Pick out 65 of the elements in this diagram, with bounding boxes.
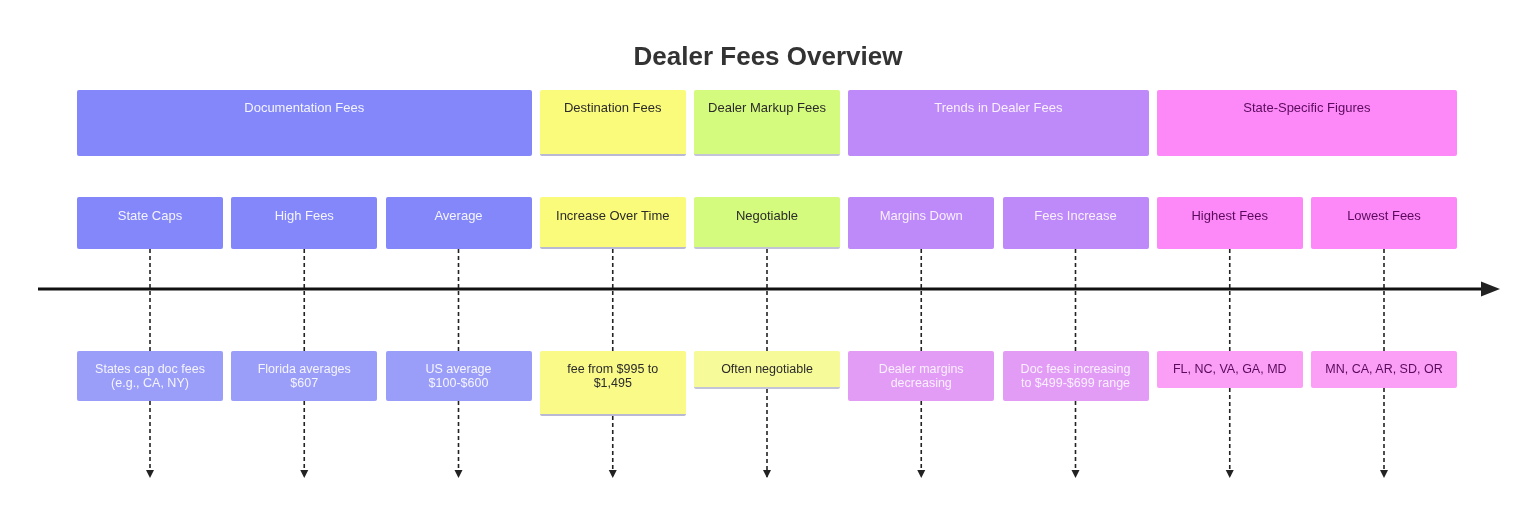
dashed-arrow: [1225, 387, 1234, 479]
detail-card: [539, 351, 686, 416]
dashed-connector: [1074, 248, 1077, 352]
topic-card: [848, 197, 995, 249]
dashed-arrow: [1071, 400, 1080, 479]
detail-text: States cap doc fees (e.g., CA, NY): [94, 362, 206, 390]
category-label: Dealer Markup Fees: [708, 100, 826, 116]
topic-card: [385, 197, 532, 249]
detail-text: Florida averages $607: [256, 362, 352, 390]
detail-card: [77, 351, 223, 401]
category-band: [539, 90, 686, 156]
detail-text: FL, NC, VA, GA, MD: [1172, 362, 1287, 376]
topic-label: High Fees: [274, 208, 334, 224]
dashed-connector: [149, 248, 151, 352]
dashed-arrow: [763, 388, 771, 479]
topic-label: State Caps: [117, 208, 183, 224]
topic-label: Highest Fees: [1191, 208, 1269, 224]
category-label: Documentation Fees: [244, 100, 365, 116]
detail-text: fee from $995 to $1,495: [566, 362, 660, 390]
category-band: [1156, 90, 1457, 156]
detail-text: Dealer margins decreasing: [877, 362, 965, 390]
detail-card: [1156, 351, 1303, 388]
detail-card: [694, 351, 840, 389]
dashed-arrow: [1380, 387, 1388, 479]
detail-card: [385, 351, 532, 401]
dashed-arrow: [608, 415, 617, 479]
topic-card: [539, 197, 686, 249]
detail-card: [1311, 351, 1457, 388]
category-label: State-Specific Figures: [1243, 100, 1371, 116]
topic-label: Negotiable: [735, 208, 799, 224]
dashed-arrow: [454, 400, 463, 479]
topic-label: Margins Down: [879, 208, 963, 224]
topic-card: [694, 197, 840, 249]
topic-card: [1311, 197, 1457, 249]
category-label: Trends in Dealer Fees: [934, 100, 1063, 116]
topic-label: Average: [434, 208, 483, 224]
topic-card: [1002, 197, 1149, 249]
dashed-connector: [766, 248, 768, 352]
detail-text: US average $100-$600: [424, 362, 493, 390]
detail-text: Often negotiable: [721, 362, 813, 376]
category-band: [848, 90, 1149, 156]
detail-text: MN, CA, AR, SD, OR: [1325, 362, 1443, 376]
topic-card: [231, 197, 378, 249]
category-band: [694, 90, 840, 156]
category-band: [77, 90, 532, 156]
topic-label: Lowest Fees: [1347, 208, 1421, 224]
dashed-arrow: [146, 400, 154, 479]
topic-card: [77, 197, 223, 249]
dashed-connector: [611, 248, 614, 352]
dashed-connector: [457, 248, 460, 352]
dashed-arrow: [917, 400, 926, 479]
category-label: Destination Fees: [563, 100, 662, 116]
dashed-connector: [920, 248, 923, 352]
topic-label: Increase Over Time: [556, 208, 670, 224]
dashed-arrow: [300, 400, 309, 479]
dashed-connector: [1228, 248, 1231, 352]
detail-text: Doc fees increasing to $499-$699 range: [1019, 362, 1132, 390]
dashed-connector: [1383, 248, 1385, 352]
dashed-connector: [303, 248, 306, 352]
diagram-title: Dealer Fees Overview: [633, 40, 903, 72]
detail-card: [231, 351, 378, 401]
detail-card: [848, 351, 995, 401]
detail-card: [1002, 351, 1149, 401]
topic-card: [1156, 197, 1303, 249]
topic-label: Fees Increase: [1034, 208, 1117, 224]
